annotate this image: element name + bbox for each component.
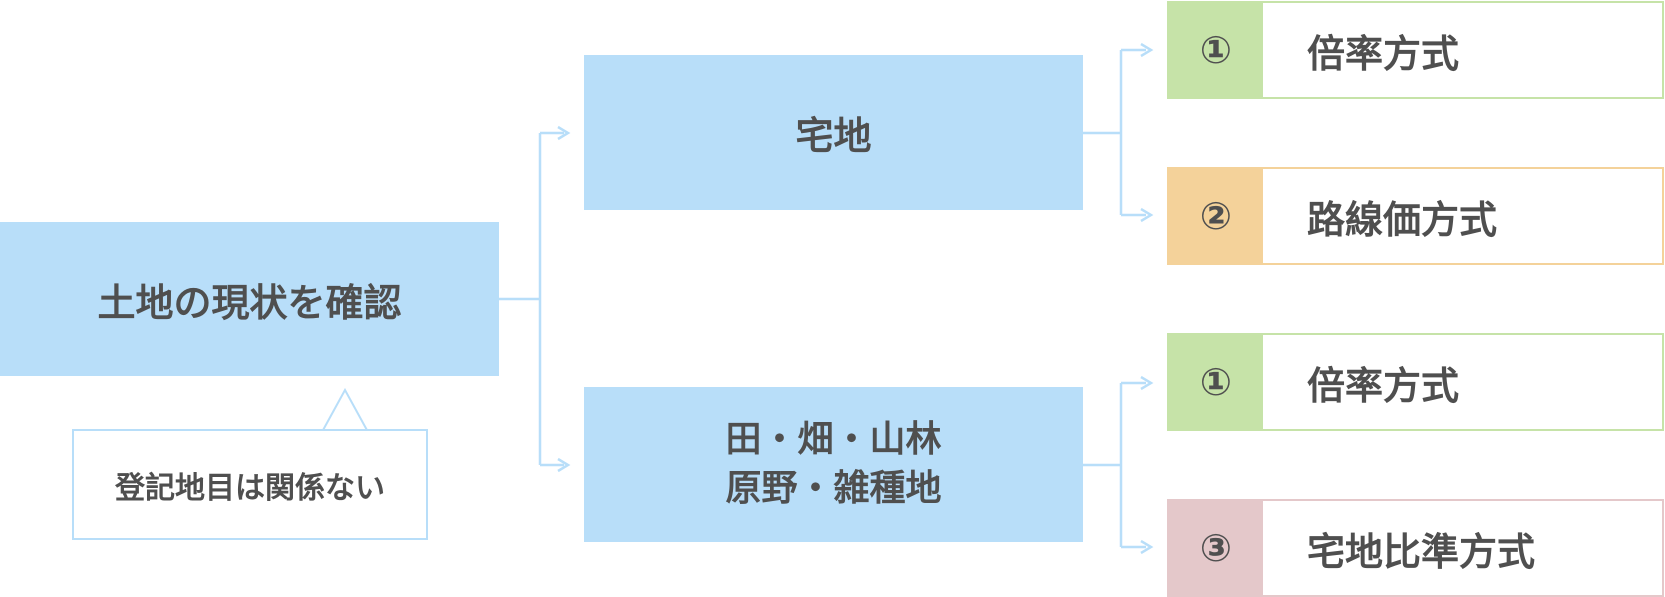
method-number: ①	[1169, 3, 1263, 97]
category-box-farmland: 田・畑・山林 原野・雑種地	[584, 387, 1083, 542]
root-box: 土地の現状を確認	[0, 222, 499, 376]
method-label: 路線価方式	[1307, 197, 1498, 242]
method-box: ① 倍率方式	[1167, 333, 1664, 431]
category-box-residential: 宅地	[584, 55, 1083, 210]
method-box: ③ 宅地比準方式	[1167, 499, 1664, 597]
method-box: ② 路線価方式	[1167, 167, 1664, 265]
arrowhead-cat2	[557, 457, 571, 473]
note-label: 登記地目は関係ない	[115, 470, 385, 506]
method-label: 倍率方式	[1307, 31, 1460, 76]
note-box: 登記地目は関係ない	[72, 429, 428, 540]
connector-cat2-trunk	[1083, 383, 1123, 547]
method-number: ③	[1169, 501, 1263, 595]
arrowhead-m4	[1140, 539, 1154, 555]
connector-cat1-trunk	[1083, 50, 1123, 215]
category-label: 宅地	[795, 114, 872, 158]
root-label: 土地の現状を確認	[97, 280, 402, 325]
method-number: ②	[1169, 169, 1263, 263]
category-label-line-2: 原野・雑種地	[725, 467, 942, 509]
arrowhead-m2	[1140, 207, 1154, 223]
method-label: 倍率方式	[1307, 363, 1460, 408]
method-label: 宅地比準方式	[1307, 529, 1536, 574]
note-pointer	[321, 388, 369, 432]
connector-root-trunk	[499, 133, 542, 465]
method-box: ① 倍率方式	[1167, 1, 1664, 99]
method-number: ①	[1169, 335, 1263, 429]
category-label-line-1: 田・畑・山林	[725, 418, 942, 460]
arrowhead-m1	[1140, 42, 1154, 58]
arrowhead-m3	[1140, 375, 1154, 391]
arrowhead-cat1	[557, 125, 571, 141]
